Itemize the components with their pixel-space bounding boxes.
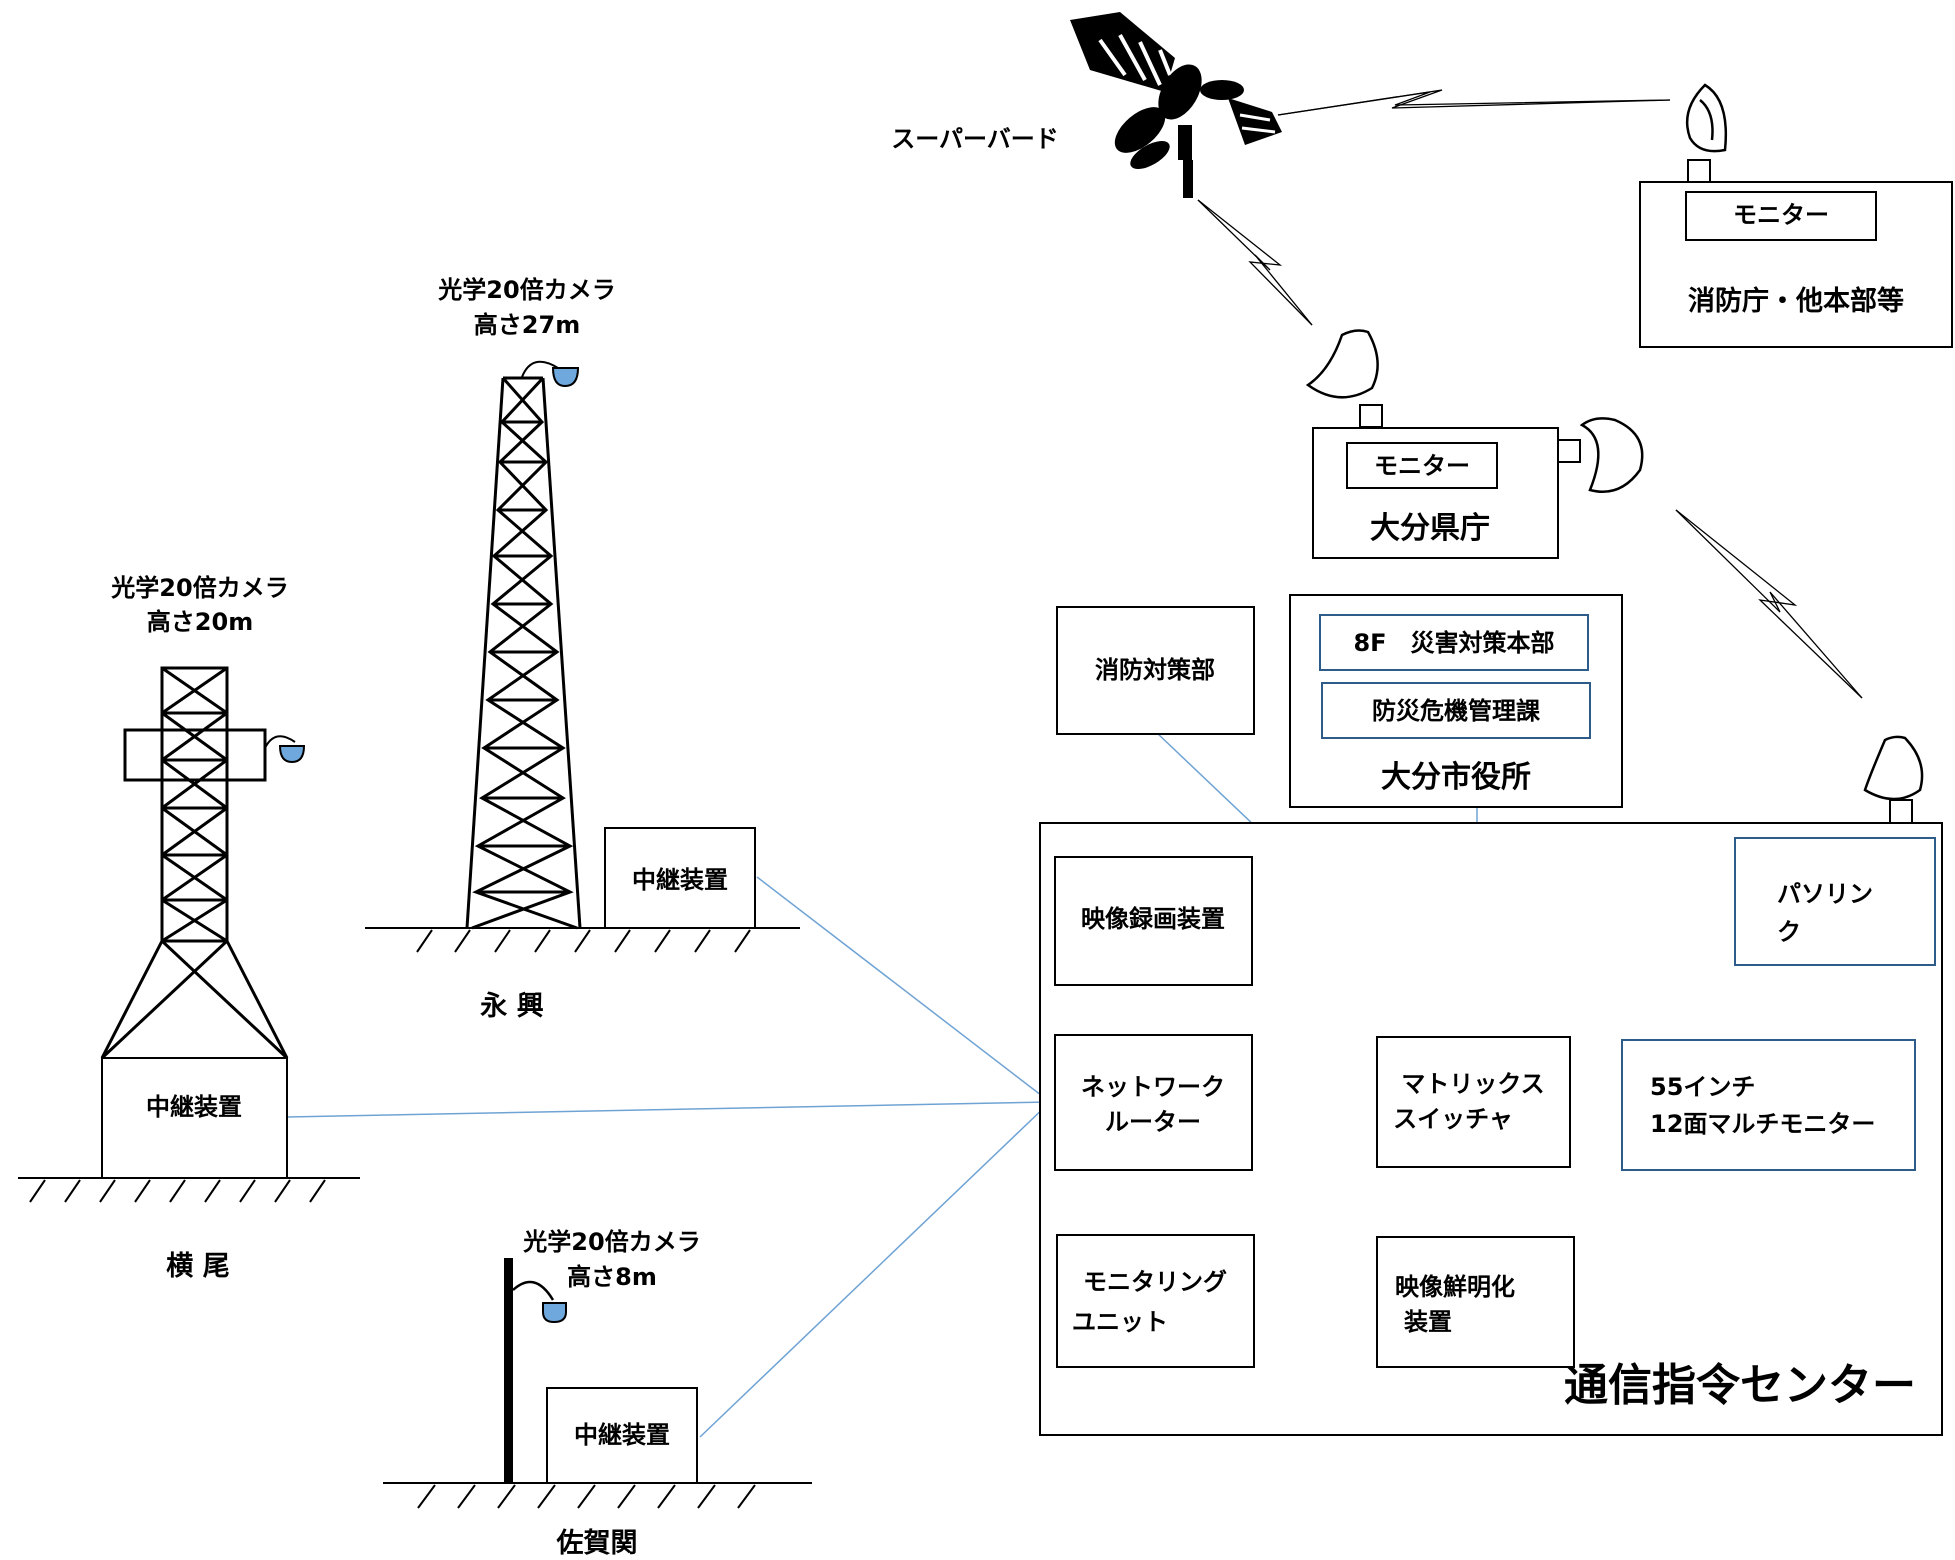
router-label-line1: ネットワーク [1081,1073,1225,1101]
saganoseki-site-name: 佐賀関 [556,1528,638,1559]
radio-link-satellite-fdma-2 [1277,89,1671,116]
monitoring-unit-label-line1: モニタリング [1083,1268,1227,1296]
city-hall-room-crisis-mgmt-label: 防災危機管理課 [1372,697,1541,725]
enhancer-box [1376,1236,1575,1368]
radio-link-satellite-prefecture [1197,199,1313,326]
radio-links [1197,89,1863,699]
camera-icon-saganoseki [542,1302,567,1324]
eiko-height-label: 高さ27m [474,311,580,339]
city-hall-room-disaster-hq [1319,614,1589,671]
prefecture-monitor [1346,442,1498,489]
prefecture-label: 大分県庁 [1370,511,1490,546]
monitoring-unit-box [1056,1234,1255,1368]
yokoo-height-label: 高さ20m [147,608,253,636]
router-box [1054,1034,1253,1171]
link-eiko-router [756,876,1051,1103]
matrix-switcher-label-line2: スイッチャ [1393,1105,1513,1133]
pole-icon [504,1258,555,1483]
eiko-site-name: 永 興 [479,991,543,1022]
camera-icon [264,735,306,764]
pasolink-label-line2: ク [1777,918,1801,946]
yokoo-relay-label: 中継装置 [146,1093,242,1121]
saganoseki-camera-label: 光学20倍カメラ [522,1228,700,1256]
multi-monitor-label-line1: 55インチ [1650,1073,1755,1101]
eiko-relay-box [604,827,756,929]
link-yokoo-router [286,1101,1051,1118]
recorder-label: 映像録画装置 [1081,905,1225,933]
yokoo-relay-box [101,1057,288,1179]
center-antenna [1863,735,1924,824]
radio-link-prefecture-center-2 [1675,509,1863,699]
matrix-switcher-label-line1: マトリックス [1401,1070,1544,1098]
satellite-label: スーパーバード [891,125,1059,153]
yokoo-ground [18,1177,360,1203]
radio-link-prefecture-center [1675,509,1863,699]
steel-tower-icon-eiko [465,376,582,930]
pasolink-box [1734,837,1936,966]
eiko-relay-label: 中継装置 [632,866,728,894]
multi-monitor-box [1621,1039,1916,1171]
router-label-line2: ルーター [1105,1108,1201,1136]
fire-dept-box [1056,606,1255,735]
saganoseki-height-label: 高さ8m [567,1263,657,1291]
prefecture-antenna-top [1305,329,1383,428]
camera-icon-eiko [521,360,580,388]
yokoo-camera-label: 光学20倍カメラ [110,574,288,602]
prefecture-antenna-side [1557,417,1644,493]
recorder-box [1054,856,1253,986]
city-hall-room-crisis-mgmt [1321,682,1591,739]
steel-tower-icon [100,666,289,1060]
yokoo-site-name: 横 尾 [166,1251,229,1282]
radio-link-satellite-prefecture-2 [1197,199,1313,326]
saganoseki-relay-label: 中継装置 [574,1421,670,1449]
eiko-ground [365,927,800,953]
saganoseki-ground [383,1482,812,1509]
eiko-camera-label: 光学20倍カメラ [437,276,615,304]
prefecture-monitor-label: モニター [1374,452,1470,480]
monitoring-unit-label-line2: ユニット [1072,1308,1168,1336]
fdma-label: 消防庁・他本部等 [1688,285,1904,317]
saganoseki-relay-box [546,1387,698,1484]
city-hall-room-disaster-hq-label: 8F 災害対策本部 [1353,629,1554,657]
multi-monitor-label-line2: 12面マルチモニター [1650,1110,1875,1138]
fdma-antenna [1685,83,1727,183]
fdma-monitor [1685,191,1877,241]
pasolink-label-line1: パソリン [1777,880,1873,908]
enhancer-label-line2: 装置 [1404,1308,1452,1336]
link-saganoseki-router [699,1101,1051,1438]
city-hall-label: 大分市役所 [1381,760,1531,795]
command-center-title: 通信指令センター [1564,1360,1916,1411]
matrix-switcher-box [1376,1036,1571,1168]
fdma-monitor-label: モニター [1733,201,1829,229]
enhancer-label-line1: 映像鮮明化 [1395,1273,1515,1301]
fire-dept-label: 消防対策部 [1095,656,1215,684]
radio-link-satellite-fdma [1277,91,1671,116]
satellite-icon [1070,12,1282,198]
